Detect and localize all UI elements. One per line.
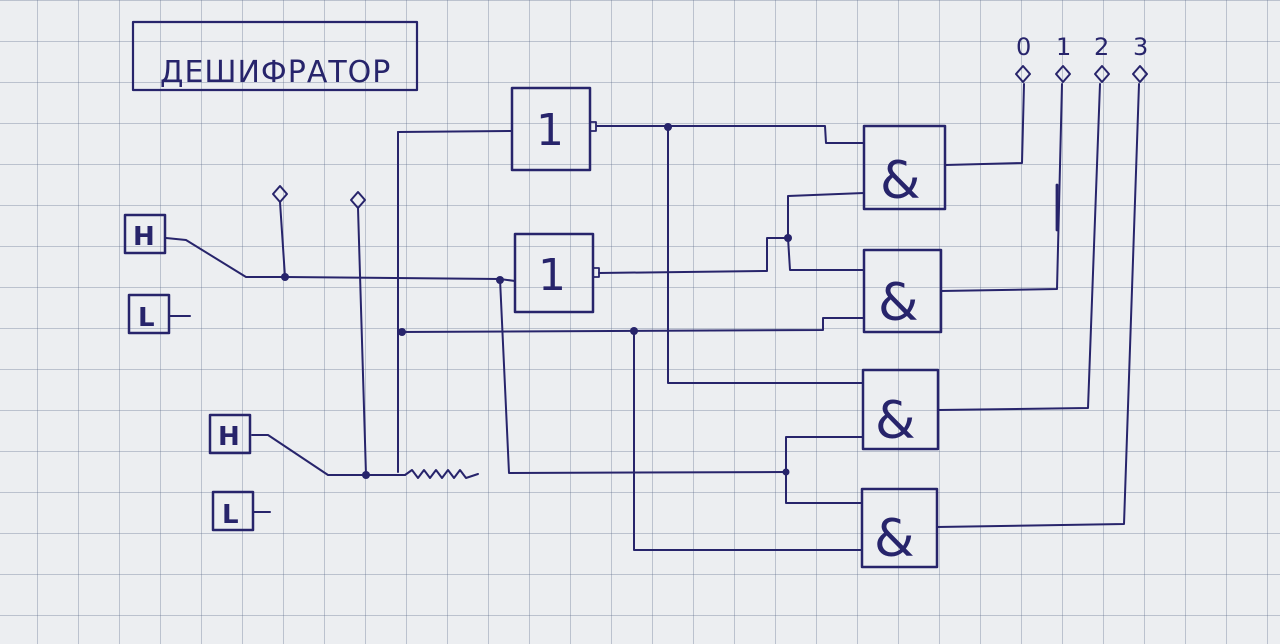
- and-gate-3-label: &: [874, 509, 915, 569]
- and-gate-0: &: [862, 124, 947, 211]
- and-gate-1: &: [862, 248, 943, 334]
- input-switch-a: H L: [123, 213, 286, 335]
- junction-dots: [281, 123, 792, 479]
- output-label-1: 1: [1056, 33, 1071, 61]
- not-gate-top: 1: [510, 86, 597, 172]
- and-gate-1-label: &: [878, 273, 919, 333]
- not-gate-bottom-label: 1: [538, 250, 566, 301]
- diagram-title: Дешифратор: [160, 55, 391, 90]
- not-gate-top-label: 1: [536, 105, 564, 156]
- input-b-high-label: H: [218, 422, 240, 452]
- and-gate-2: &: [861, 368, 940, 451]
- not-gate-bottom: 1: [513, 232, 600, 314]
- title-block: Дешифратор: [131, 20, 419, 92]
- test-point-a: [272, 185, 288, 203]
- input-a-high-label: H: [133, 222, 155, 252]
- output-terminals: 0 1 2 3: [1015, 33, 1148, 83]
- and-gate-2-label: &: [875, 391, 916, 451]
- input-b-low-label: L: [222, 500, 239, 530]
- and-gate-0-label: &: [880, 151, 921, 211]
- output-label-2: 2: [1094, 33, 1109, 61]
- input-switch-b: H L: [208, 413, 367, 532]
- output-label-3: 3: [1133, 33, 1148, 61]
- input-a-low-label: L: [138, 303, 155, 333]
- output-label-0: 0: [1016, 33, 1031, 61]
- and-gate-3: &: [860, 487, 939, 569]
- wires: [284, 83, 1140, 551]
- test-point-b: [350, 191, 366, 209]
